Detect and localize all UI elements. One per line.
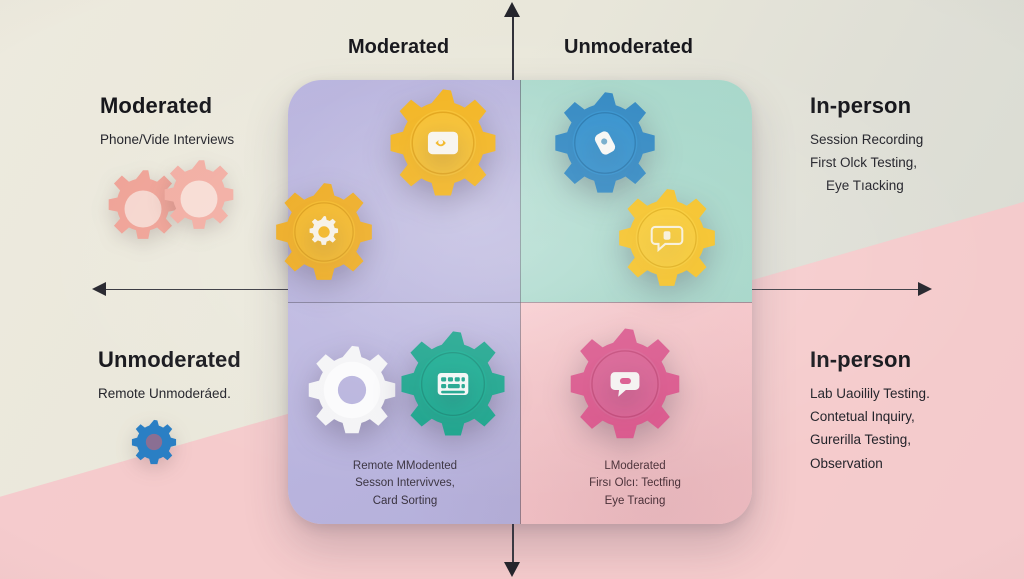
caption-line: Firsı Olcı: Tectfing [540,475,730,492]
label-lines-top-left: Phone/Vide Interviews [100,128,234,151]
caption-line: Remote MModented [300,458,510,475]
caption-line: Sesson Intervivves, [300,475,510,492]
label-lines-bottom-left: Remote Unmoderáed. [98,382,241,405]
label-line: Gurerilla Testing, [810,428,930,451]
gear-pink-ring-large [99,165,187,253]
gear-yellow-card [386,86,500,200]
label-lines-top-right: Session Recording First Olck Testing, Ey… [810,128,923,198]
header-moderated: Moderated [348,36,449,59]
label-group-bottom-left: Unmoderated Remote Unmoderáed. [98,347,241,405]
axis-arrow-down-icon [504,562,520,577]
axis-arrow-left-icon [92,282,106,296]
caption-bottom-right: LModerated Firsı Olcı: Tectfing Eye Trac… [540,458,730,510]
caption-line: Eye Tracing [540,493,730,510]
gear-white-plain [305,343,399,437]
gear-pink-ring-small [155,155,243,243]
label-line: Remote Unmoderáed. [98,382,241,405]
label-line: Lab Uaoilily Testing. [810,382,930,405]
gear-teal-form [397,328,509,440]
gear-yellow-cog [272,180,376,284]
caption-bottom-left: Remote MModented Sesson Intervivves, Car… [300,458,510,510]
label-line: Session Recording [810,128,923,151]
label-lines-bottom-right: Lab Uaoilily Testing. Contetual Inquiry,… [810,382,930,475]
label-line: Eye Tıacking [810,174,923,197]
gear-magenta-chat [566,325,684,443]
axis-arrow-up-icon [504,2,520,17]
label-line: Phone/Vide Interviews [100,128,234,151]
label-group-bottom-right: In-person Lab Uaoilily Testing. Contetua… [810,347,930,475]
label-line: Contetual Inquiry, [810,405,930,428]
gear-blue-small [130,418,178,466]
label-group-top-right: In-person Session Recording First Olck T… [810,93,923,198]
label-title-top-left: Moderated [100,93,234,119]
label-title-top-right: In-person [810,93,923,119]
card-divider-horizontal [288,302,752,304]
header-unmoderated: Unmoderated [564,36,693,59]
label-title-bottom-left: Unmoderated [98,347,241,373]
caption-line: Card Sorting [300,493,510,510]
label-group-top-left: Moderated Phone/Vide Interviews [100,93,234,151]
label-title-bottom-right: In-person [810,347,930,373]
label-line: Observation [810,452,930,475]
label-line: First Olck Testing, [810,151,923,174]
axis-arrow-right-icon [918,282,932,296]
caption-line: LModerated [540,458,730,475]
